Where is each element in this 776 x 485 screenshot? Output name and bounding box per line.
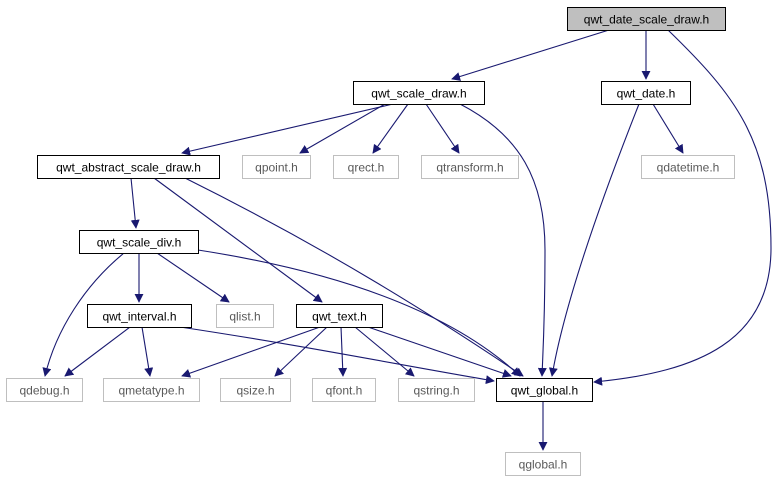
node-label-qwt-scale-div: qwt_scale_div.h [97,236,182,250]
edge-qwt-abstract-scale-draw-to-qwt-global [184,177,524,377]
edge-qwt-abstract-scale-draw-to-qwt-text [153,177,323,303]
node-qglobal: qglobal.h [505,452,581,476]
edge-qwt-interval-to-qdebug [64,326,131,377]
node-box-qwt-scale-div [79,230,199,254]
node-label-qstring: qstring.h [413,384,459,398]
node-box-qwt-date [601,81,691,105]
edges-layer [42,29,772,451]
node-label-qrect: qrect.h [348,161,385,175]
node-qwt-interval[interactable]: qwt_interval.h [87,304,192,328]
node-qdatetime: qdatetime.h [641,155,735,179]
node-box-qlist [216,304,274,328]
edge-qwt-text-to-qsize [274,326,328,377]
node-box-qfont [312,378,376,402]
edge-qwt-text-to-qwt-global [367,326,512,378]
node-qwt-scale-draw[interactable]: qwt_scale_draw.h [353,81,485,105]
edge-qwt-text-to-qfont [338,326,348,377]
edge-qwt-date-to-qwt-global [548,103,640,377]
node-box-qstring [398,378,475,402]
node-label-qmetatype: qmetatype.h [118,384,184,398]
node-label-qfont: qfont.h [326,384,363,398]
edge-qwt-interval-to-qwt-global [179,326,495,385]
node-label-qtransform: qtransform.h [436,161,503,175]
edge-qwt-scale-draw-to-qwt-abstract-scale-draw [181,103,394,156]
node-label-qwt-date: qwt_date.h [617,87,676,101]
node-box-qglobal [505,452,581,476]
node-qstring: qstring.h [398,378,475,402]
node-label-qdatetime: qdatetime.h [657,161,720,175]
edge-qwt-scale-draw-to-qtransform [425,103,460,154]
node-box-qdebug [6,378,83,402]
edge-qwt-text-to-qstring [354,326,415,377]
node-qmetatype: qmetatype.h [103,378,200,402]
node-qwt-abstract-scale-draw[interactable]: qwt_abstract_scale_draw.h [37,155,220,179]
node-box-qrect [333,155,399,179]
node-qtransform: qtransform.h [421,155,519,179]
edge-qwt-scale-div-to-qdebug [42,252,125,377]
node-qwt-date-scale-draw[interactable]: qwt_date_scale_draw.h [567,7,726,31]
node-box-qwt-date-scale-draw [567,7,726,31]
node-label-qwt-date-scale-draw: qwt_date_scale_draw.h [584,13,709,27]
node-qsize: qsize.h [220,378,291,402]
node-qdebug: qdebug.h [6,378,83,402]
edge-qwt-abstract-scale-draw-to-qwt-scale-div [130,177,140,229]
node-qpoint: qpoint.h [242,155,311,179]
node-label-qsize: qsize.h [236,384,274,398]
edge-qwt-scale-draw-to-qpoint [299,103,386,154]
node-box-qpoint [242,155,311,179]
node-label-qwt-global: qwt_global.h [511,384,578,398]
node-box-qtransform [421,155,519,179]
node-qlist: qlist.h [216,304,274,328]
node-label-qdebug: qdebug.h [19,384,69,398]
node-box-qwt-interval [87,304,192,328]
edge-qwt-interval-to-qmetatype [141,326,154,377]
node-box-qwt-scale-draw [353,81,485,105]
node-label-qlist: qlist.h [229,310,260,324]
node-label-qwt-interval: qwt_interval.h [102,310,176,324]
node-label-qwt-abstract-scale-draw: qwt_abstract_scale_draw.h [56,161,201,175]
node-label-qpoint: qpoint.h [255,161,298,175]
node-label-qglobal: qglobal.h [519,458,568,472]
edge-qwt-scale-draw-to-qrect [372,103,409,154]
node-box-qmetatype [103,378,200,402]
node-label-qwt-text: qwt_text.h [312,310,367,324]
edge-qwt-date-to-qdatetime [652,103,684,154]
node-qwt-text[interactable]: qwt_text.h [296,304,383,328]
edge-qwt-scale-div-to-qlist [156,252,230,303]
node-box-qdatetime [641,155,735,179]
edge-qwt-date-scale-draw-to-qwt-global [593,29,772,386]
node-qwt-date[interactable]: qwt_date.h [601,81,691,105]
node-box-qsize [220,378,291,402]
node-qwt-scale-div[interactable]: qwt_scale_div.h [79,230,199,254]
edge-qwt-date-scale-draw-to-qwt-scale-draw [451,29,610,81]
node-box-qwt-global [496,378,593,402]
node-qwt-global[interactable]: qwt_global.h [496,378,593,402]
node-box-qwt-abstract-scale-draw [37,155,220,179]
edge-qwt-scale-draw-to-qwt-global [459,103,547,377]
edge-qwt-scale-div-to-qwt-global [197,249,521,377]
node-qrect: qrect.h [333,155,399,179]
node-label-qwt-scale-draw: qwt_scale_draw.h [371,87,466,101]
node-qfont: qfont.h [312,378,376,402]
edge-qwt-text-to-qmetatype [181,326,321,378]
node-box-qwt-text [296,304,383,328]
